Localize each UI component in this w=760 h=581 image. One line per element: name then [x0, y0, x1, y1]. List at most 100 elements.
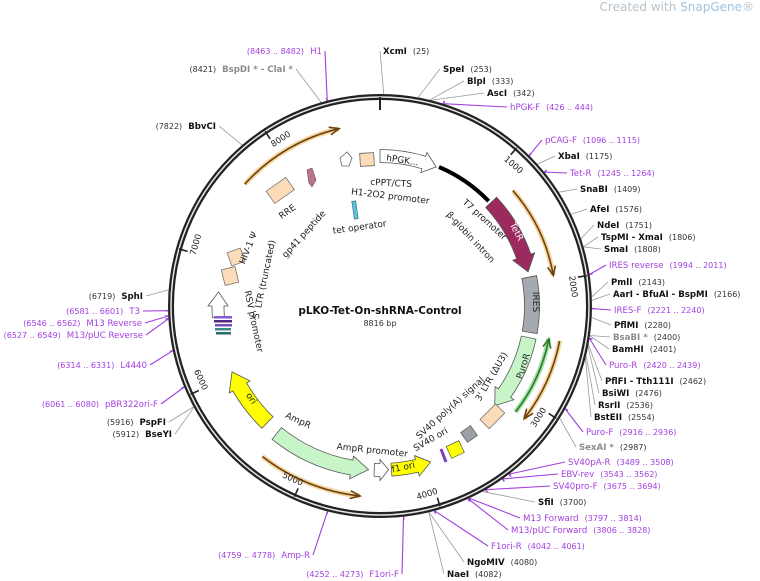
site-name: F1ori-F [369, 570, 399, 580]
site-label-h1[interactable]: (8463 .. 8482)H1 [247, 47, 322, 57]
orf-arc-tetr [512, 190, 555, 276]
site-connector [401, 516, 405, 575]
site-pos: (2916 .. 2936) [619, 428, 676, 437]
site-label-bsiwi[interactable]: BsiWI(2476) [602, 389, 662, 399]
site-connector [429, 80, 465, 101]
site-label-pflmi[interactable]: PflMI(2280) [614, 321, 671, 331]
site-label-ires-reverse[interactable]: IRES reverse(1994 .. 2011) [609, 261, 727, 271]
site-name: AfeI [590, 205, 609, 215]
site-label-puro-r[interactable]: Puro-R(2420 .. 2439) [609, 361, 700, 371]
site-label-ngomiv[interactable]: NgoMIV(4080) [467, 558, 537, 568]
site-name: M13/pUC Reverse [67, 331, 143, 341]
site-pos: (7822) [156, 122, 183, 131]
tick-8000 [264, 130, 271, 140]
site-label-sv40pro-f[interactable]: SV40pro-F(3675 .. 3694) [553, 482, 661, 492]
site-name: XbaI [558, 152, 580, 162]
site-label-pspfi[interactable]: (5916)PspFI [107, 418, 166, 428]
primer-marker [501, 478, 505, 482]
site-label-l4440[interactable]: (6314 .. 6331)L4440 [57, 361, 147, 371]
site-label-pbr322ori-f[interactable]: (6061 .. 6080)pBR322ori-F [42, 400, 158, 410]
site-label-bspdi-clai[interactable]: (8421)BspDI * - ClaI * [189, 65, 293, 75]
site-name: L4440 [120, 361, 147, 371]
site-label-xcmi[interactable]: XcmI(25) [383, 47, 429, 57]
tick-3000 [548, 412, 557, 419]
site-label-hpgk-f[interactable]: hPGK-F(426 .. 444) [510, 103, 593, 113]
primer-marker [181, 386, 185, 389]
site-label-snabi[interactable]: SnaBI(1409) [580, 185, 640, 195]
site-label-bseyi[interactable]: (5912)BseYI [112, 430, 172, 440]
site-label-pmli[interactable]: PmlI(2143) [611, 278, 665, 288]
site-name: Amp-R [281, 551, 310, 561]
site-label-ires-f[interactable]: IRES-F(2221 .. 2240) [614, 306, 705, 316]
site-label-afei[interactable]: AfeI(1576) [590, 205, 642, 215]
sv40-promoter-marker [439, 448, 448, 463]
site-label-f1ori-r[interactable]: F1ori-R(4042 .. 4061) [491, 542, 585, 552]
site-label-ebv-rev[interactable]: EBV-rev(3543 .. 3562) [561, 470, 657, 480]
site-pos: (8463 .. 8482) [247, 47, 304, 56]
site-connector [379, 50, 385, 95]
site-label-sv40pa-r[interactable]: SV40pA-R(3489 .. 3508) [568, 458, 674, 468]
site-label-sexai[interactable]: SexAI *(2987) [579, 443, 647, 453]
site-label-m13-puc-forward[interactable]: M13/pUC Forward(3806 .. 3828) [511, 526, 650, 536]
site-label-pflfi-tth111i[interactable]: PflFI - Tth111I (2462) [605, 377, 706, 387]
site-name: NdeI [597, 221, 619, 231]
site-label-puro-f[interactable]: Puro-F (2916 .. 2936) [586, 428, 676, 438]
site-connector [589, 264, 607, 275]
site-pos: (6581 .. 6601) [66, 307, 123, 316]
site-name: BlpI [467, 77, 486, 87]
site-pos: (2221 .. 2240) [647, 306, 704, 315]
site-label-t3[interactable]: (6581 .. 6601)T3 [66, 307, 140, 317]
site-label-bsabi[interactable]: BsaBI *(2400) [613, 333, 680, 343]
site-pos: (3700) [560, 498, 587, 507]
tick-label: 4000 [415, 487, 439, 503]
site-pos: (4759 .. 4778) [218, 551, 275, 560]
site-label-bsteii[interactable]: BstEII(2554) [594, 413, 655, 423]
tick-4000 [436, 497, 441, 507]
site-label-m13-forward[interactable]: M13 Forward(3797 .. 3814) [523, 514, 642, 524]
primer-marker [564, 408, 569, 412]
site-label-m13-puc-reverse[interactable]: (6527 .. 6549)M13/pUC Reverse [4, 331, 143, 341]
site-label-smai[interactable]: SmaI(1808) [604, 245, 661, 255]
label-ampr-promoter: AmpR promoter [336, 442, 408, 459]
site-label-f1ori-f[interactable]: (4252 .. 4273)F1ori-F [306, 570, 399, 580]
site-label-xbai[interactable]: XbaI(1175) [558, 152, 612, 162]
primer-marker [508, 473, 512, 477]
site-label-amp-r[interactable]: (4759 .. 4778) Amp-R [218, 551, 310, 561]
site-name: PflFI - Tth111I [605, 377, 674, 387]
site-pos: (1994 .. 2011) [669, 261, 726, 270]
watermark-brand: SnapGene [680, 0, 742, 14]
site-label-blpi[interactable]: BlpI(333) [467, 77, 513, 87]
site-label-asci[interactable]: AscI(342) [487, 89, 535, 99]
site-label-aari-bfuai-bspmi[interactable]: AarI - BfuAI - BspMI(2166) [613, 290, 740, 300]
gp41-shape [306, 167, 317, 188]
site-connector [428, 512, 445, 575]
site-label-bbvci[interactable]: (7822)BbvCI [156, 122, 216, 132]
puror-cds-arc-head [542, 336, 552, 349]
primer-marker [433, 510, 437, 514]
site-label-rsrii[interactable]: RsrII(2536) [598, 401, 653, 411]
site-connector [428, 512, 465, 563]
site-connector [537, 155, 556, 165]
site-label-m13-reverse[interactable]: (6546 .. 6562)M13 Reverse [23, 319, 142, 329]
site-label-sfii[interactable]: SfiI(3700) [538, 498, 586, 508]
site-name: Puro-F [586, 428, 613, 438]
site-label-tspmi-xmai[interactable]: TspMI - XmaI(1806) [601, 233, 695, 243]
site-name: SnaBI [580, 185, 608, 195]
orf-arcs [242, 126, 563, 500]
site-label-spei[interactable]: SpeI(253) [443, 65, 492, 75]
tick-label: 5000 [280, 471, 304, 489]
site-label-bamhi[interactable]: BamHI(2401) [612, 345, 676, 355]
site-connector [467, 498, 509, 531]
site-connector [528, 139, 543, 156]
site-name: BspDI * - ClaI * [222, 65, 293, 75]
tick-label: 7000 [189, 233, 205, 257]
site-connector [589, 338, 607, 366]
site-pos: (4042 .. 4061) [528, 542, 585, 551]
site-label-pcag-f[interactable]: pCAG-F(1096 .. 1115) [545, 136, 640, 146]
site-label-tet-r[interactable]: Tet-R(1245 .. 1264) [569, 169, 655, 179]
site-label-sphi[interactable]: (6719)SphI [89, 292, 143, 302]
site-label-ndei[interactable]: NdeI(1751) [597, 221, 652, 231]
site-pos: (2462) [680, 377, 707, 386]
site-label-naei[interactable]: NaeI(4082) [447, 570, 502, 580]
site-name: BstEII [594, 413, 622, 423]
